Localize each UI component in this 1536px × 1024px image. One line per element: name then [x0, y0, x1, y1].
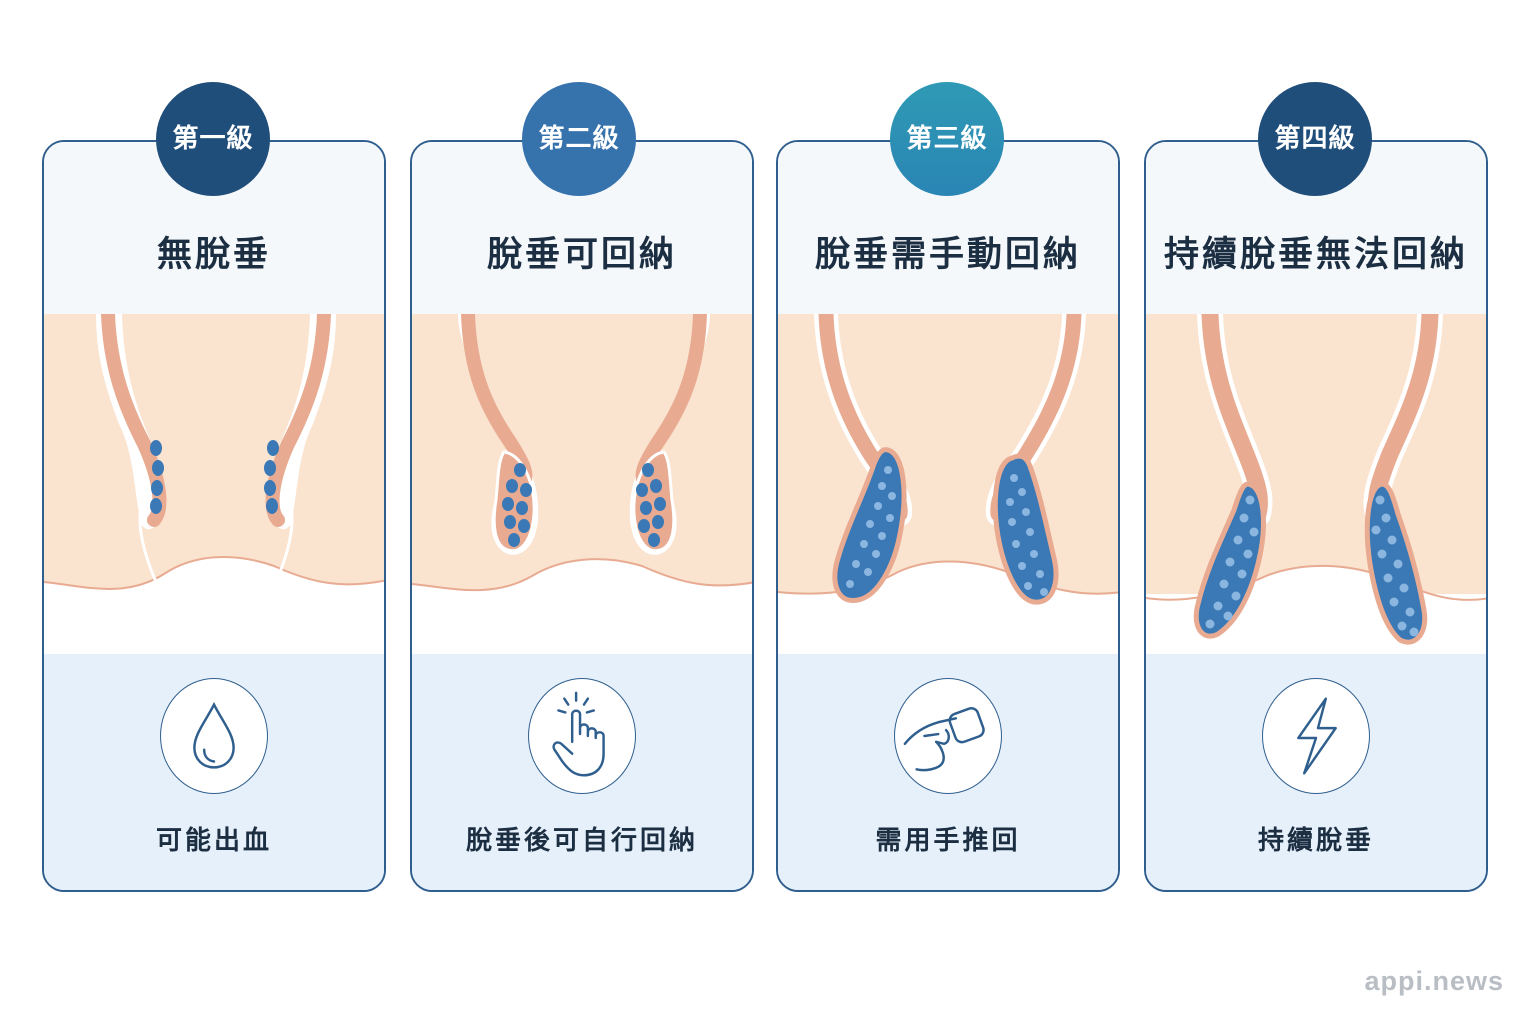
grade-caption: 脫垂後可自行回納	[465, 826, 698, 856]
grade-title: 脫垂需手動回納	[814, 235, 1081, 275]
grade-caption: 持續脫垂	[1257, 826, 1374, 856]
anal-canal-illustration	[1146, 314, 1486, 654]
lightning-icon	[1262, 678, 1370, 794]
hand-push-icon	[894, 678, 1002, 794]
grade-title: 無脫垂	[156, 235, 271, 275]
grade-caption: 需用手推回	[875, 826, 1021, 856]
grade-3-card: 脫垂需手動回納	[776, 140, 1120, 892]
anal-canal-illustration	[412, 314, 752, 654]
grade-caption: 可能出血	[155, 826, 272, 856]
blood-drop-icon	[160, 678, 268, 794]
grade-title: 持續脫垂無法回納	[1163, 235, 1468, 275]
grade-2-badge: 第二級	[522, 82, 636, 196]
grade-2-card: 脫垂可回納 脫垂後可自行	[410, 140, 754, 892]
hand-pointer-icon	[528, 678, 636, 794]
grade-3-badge: 第三級	[890, 82, 1004, 196]
anal-canal-illustration	[778, 314, 1118, 654]
card-footer: 可能出血	[44, 654, 384, 890]
watermark: appi.news	[1364, 966, 1504, 996]
card-footer: 需用手推回	[778, 654, 1118, 890]
card-footer: 持續脫垂	[1146, 654, 1486, 890]
grade-1-card: 無脫垂 可能出血	[42, 140, 386, 892]
grade-4-badge: 第四級	[1258, 82, 1372, 196]
card-footer: 脫垂後可自行回納	[412, 654, 752, 890]
grade-4-card: 持續脫垂無法回納 持續脫垂	[1144, 140, 1488, 892]
grade-title: 脫垂可回納	[486, 235, 677, 275]
grade-1-badge: 第一級	[156, 82, 270, 196]
anal-canal-illustration	[44, 314, 384, 654]
